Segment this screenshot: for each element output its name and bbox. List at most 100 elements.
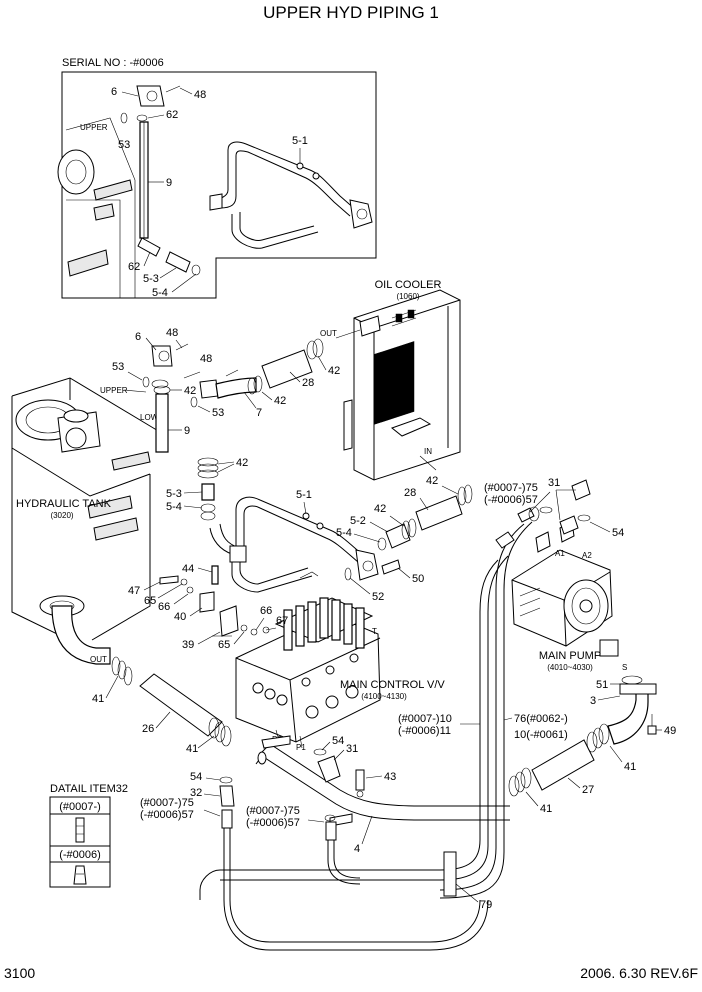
revision-label: 2006. 6.30 REV.6F — [580, 965, 698, 981]
main-control-valve: P2 P1 T MAIN CONTROL V/V (4100~4130) — [235, 597, 445, 752]
callout: 5-1 — [292, 135, 308, 147]
callout: 5-4 — [166, 501, 182, 513]
callout: 66 — [260, 605, 272, 617]
callout: 43 — [384, 771, 396, 783]
mcv-code: (4100~4130) — [361, 692, 407, 701]
callout: 5-4 — [152, 287, 168, 299]
cooler-out-label: OUT — [320, 329, 337, 338]
callout: 5-3 — [143, 273, 159, 285]
mcv-t-label: T — [372, 627, 377, 636]
serial-note: SERIAL NO : -#0006 — [62, 57, 164, 69]
callout: (#0007-)75 — [484, 482, 538, 494]
callout: 54 — [612, 527, 624, 539]
callout: 5-2 — [350, 515, 366, 527]
pump-a1-label: A1 — [555, 549, 565, 558]
callout: 53 — [212, 407, 224, 419]
callout: 5-4 — [336, 527, 352, 539]
pump-s-label: S — [622, 663, 627, 672]
callout: 27 — [582, 784, 594, 796]
tube-5-1 — [209, 496, 379, 593]
callout: 62 — [128, 261, 140, 273]
callout: 48 — [166, 327, 178, 339]
mcv-brackets — [159, 565, 270, 637]
hydraulic-tank: OUT HYDRAULIC TANK (3020) UPPER LOW — [11, 377, 161, 665]
callout: 28 — [404, 487, 416, 499]
callout: 41 — [624, 761, 636, 773]
callout: 6 — [111, 86, 117, 98]
callout: 66 — [158, 601, 170, 613]
callout: 26 — [142, 723, 154, 735]
callout: 40 — [174, 611, 186, 623]
callout: 65 — [144, 595, 156, 607]
callout: 5-3 — [166, 488, 182, 500]
callout: 4 — [354, 843, 360, 855]
suction-hoses — [111, 656, 232, 747]
pump-fittings — [539, 479, 591, 535]
main-pump-label: MAIN PUMP — [539, 650, 601, 662]
callout: 48 — [194, 89, 206, 101]
page-number: 3100 — [4, 965, 35, 981]
detail-title: DATAIL ITEM32 — [50, 783, 128, 795]
callout: 67 — [276, 615, 288, 627]
callout: 54 — [332, 735, 344, 747]
pump-pipes — [199, 506, 540, 900]
mcv-p1-label: P1 — [296, 743, 306, 752]
callout: (-#0006)57 — [140, 809, 194, 821]
callout: 42 — [236, 457, 248, 469]
main-pump: A1 A2 S MAIN PUMP (4010~4030) — [511, 521, 627, 672]
callout: 28 — [302, 377, 314, 389]
cooler-in-hoses — [344, 484, 473, 581]
inset-upper-label: UPPER — [80, 123, 108, 132]
callout: 42 — [426, 475, 438, 487]
oil-cooler: OIL COOLER (1060) OUT IN — [320, 279, 461, 481]
detail-row2: (-#0006) — [59, 849, 101, 861]
serial-inset: SERIAL NO : -#0006 UPPER 6 48 — [57, 57, 377, 299]
callout: (-#0006)11 — [398, 725, 451, 737]
oil-cooler-label: OIL COOLER — [375, 279, 442, 291]
callout: 41 — [92, 693, 104, 705]
callouts: 6 48 48 53 42 28 42 53 7 42 9 42 5-3 5-4… — [92, 327, 676, 911]
callout: 42 — [374, 503, 386, 515]
callout: (-#0006)57 — [484, 494, 538, 506]
page-title: UPPER HYD PIPING 1 — [263, 3, 439, 22]
callout: 5-1 — [296, 489, 312, 501]
pipe-4 — [255, 735, 510, 827]
callout: 53 — [118, 139, 130, 151]
tank-upper-label: UPPER — [100, 386, 128, 395]
callout: 42 — [328, 365, 340, 377]
tank-low-label: LOW — [140, 413, 159, 422]
main-pump-code: (4010~4030) — [547, 663, 593, 672]
callout: 41 — [186, 743, 198, 755]
lower-hoses — [219, 776, 489, 951]
callout: 9 — [166, 177, 172, 189]
callout: 7 — [256, 407, 262, 419]
callout: 32 — [190, 787, 202, 799]
tank-fittings — [142, 338, 324, 521]
callout: 62 — [166, 109, 178, 121]
callout: (#0007-)75 — [140, 797, 194, 809]
callout: (#0007-)75 — [246, 805, 300, 817]
callout: 42 — [184, 385, 196, 397]
callout: 54 — [190, 771, 202, 783]
oil-cooler-code: (1060) — [396, 292, 419, 301]
callout: 48 — [200, 353, 212, 365]
mcv-label: MAIN CONTROL V/V — [340, 679, 445, 691]
callout: 53 — [112, 361, 124, 373]
callout: 65 — [218, 639, 230, 651]
callout: 79 — [480, 899, 492, 911]
hydraulic-tank-code: (3020) — [50, 511, 73, 520]
hydraulic-tank-label: HYDRAULIC TANK — [16, 498, 112, 510]
callout: 47 — [128, 585, 140, 597]
callout: (-#0006)57 — [246, 817, 300, 829]
callout: 39 — [182, 639, 194, 651]
callout: 44 — [182, 563, 194, 575]
callout: 51 — [596, 679, 608, 691]
callout: 31 — [346, 743, 358, 755]
callout: 52 — [372, 591, 384, 603]
pump-a2-label: A2 — [582, 551, 592, 560]
callout: 9 — [184, 425, 190, 437]
callout: 41 — [540, 803, 552, 815]
detail-row1: (#0007-) — [59, 801, 101, 813]
tank-out-label: OUT — [90, 655, 107, 664]
